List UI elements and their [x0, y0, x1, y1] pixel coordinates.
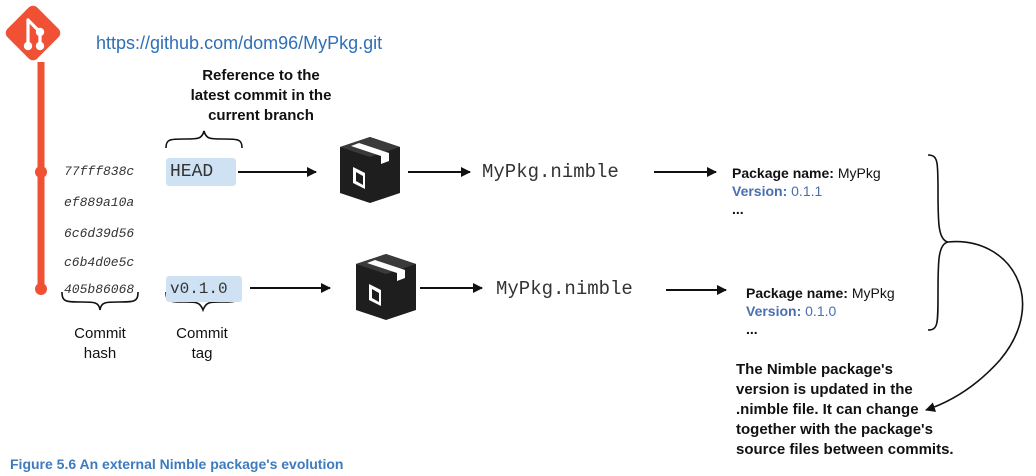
package-name: MyPkg — [851, 285, 895, 301]
head-note-line: Reference to the — [202, 67, 320, 84]
nimble-file: MyPkg.nimble — [482, 161, 619, 183]
commit-dot — [35, 283, 47, 295]
head-note-line: latest commit in the — [190, 87, 332, 104]
version-label: Version: — [732, 183, 788, 199]
commit-hash: c6b4d0e5c — [64, 255, 135, 270]
head-note: Reference to the latest commit in the cu… — [178, 66, 344, 126]
head-brace — [165, 130, 243, 149]
package-icon — [340, 137, 400, 203]
commit-tag-label: Commit tag — [166, 324, 238, 364]
figure-caption: Figure 5.6 An external Nimble package's … — [10, 456, 344, 472]
commit-hash: 405b86068 — [64, 282, 135, 297]
package-info: Package name: MyPkg Version: 0.1.1 ... — [732, 164, 881, 218]
commit-hash: ef889a10a — [64, 195, 135, 210]
package-version: 0.1.0 — [805, 303, 837, 319]
more-ellipsis: ... — [732, 201, 744, 217]
package-name: MyPkg — [837, 165, 881, 181]
note-line: source files between commits. — [736, 441, 954, 458]
head-ref: HEAD — [166, 158, 236, 186]
nimble-file: MyPkg.nimble — [496, 278, 633, 300]
name-label: Package name: — [732, 165, 834, 181]
package-icon — [356, 254, 416, 320]
name-label: Package name: — [746, 285, 848, 301]
curved-arrow — [925, 240, 1024, 412]
label-line: hash — [83, 345, 117, 362]
version-note: The Nimble package's version is updated … — [736, 360, 954, 460]
note-line: version is updated in the — [736, 381, 913, 398]
note-line: .nimble file. It can change — [736, 401, 919, 418]
package-brace — [927, 154, 949, 331]
tag-ref: v0.1.0 — [166, 276, 242, 302]
commit-hash: 77fff838c — [64, 164, 135, 179]
git-logo-icon — [5, 5, 61, 61]
version-label: Version: — [746, 303, 802, 319]
commit-hash: 6c6d39d56 — [64, 226, 135, 241]
label-line: tag — [191, 345, 213, 362]
note-line: together with the package's — [736, 421, 933, 438]
label-line: Commit — [74, 325, 126, 342]
label-line: Commit — [176, 325, 228, 342]
head-note-line: current branch — [208, 107, 314, 124]
repo-url[interactable]: https://github.com/dom96/MyPkg.git — [96, 33, 383, 53]
hash-brace — [61, 291, 139, 311]
commit-hash-label: Commit hash — [64, 324, 136, 364]
commit-dot — [35, 166, 47, 178]
note-line: The Nimble package's — [736, 361, 893, 378]
more-ellipsis: ... — [746, 321, 758, 337]
package-info: Package name: MyPkg Version: 0.1.0 ... — [746, 284, 895, 338]
package-version: 0.1.1 — [791, 183, 823, 199]
